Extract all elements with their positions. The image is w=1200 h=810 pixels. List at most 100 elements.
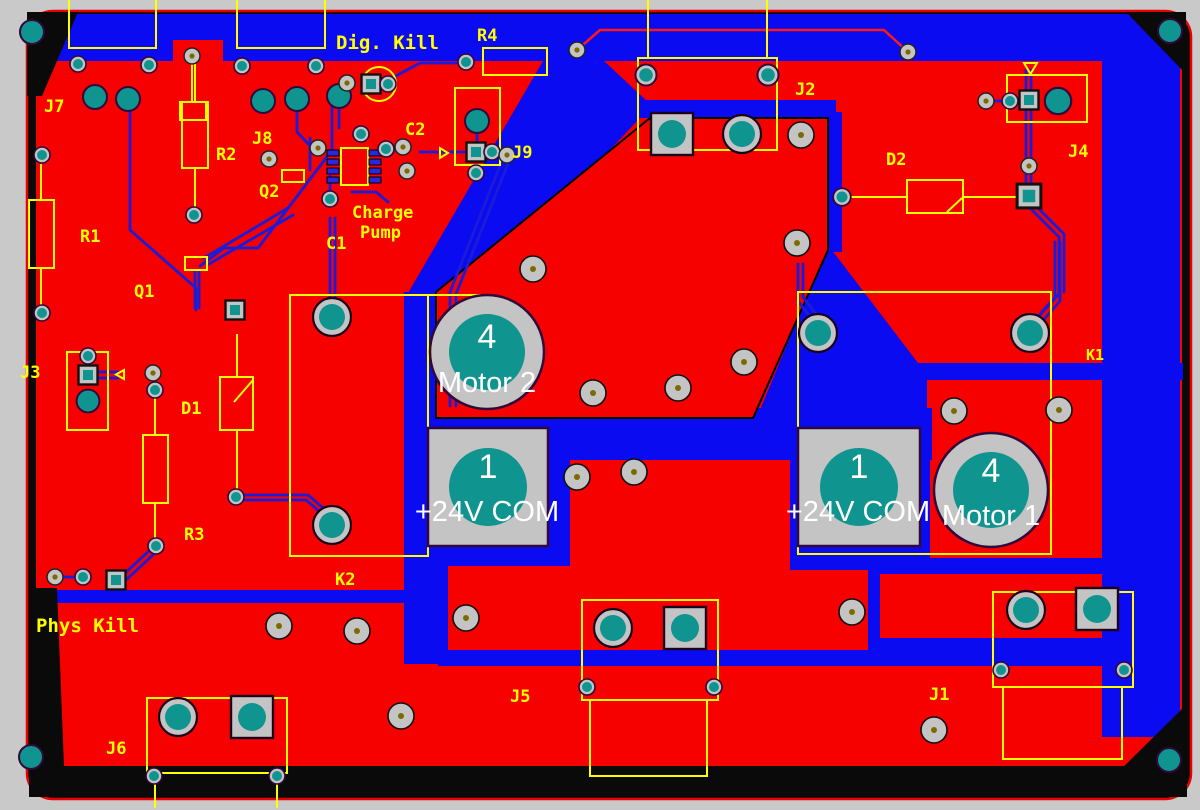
pad-relay-k1[interactable] [797,312,839,354]
pad-hole-teal[interactable] [1043,86,1073,116]
connector-j6[interactable] [146,697,288,774]
pad-round[interactable] [140,56,158,74]
pad-round[interactable] [457,53,475,71]
pad-square[interactable] [105,569,127,591]
drill-hole[interactable] [920,716,948,744]
drill-hole[interactable] [452,604,480,632]
pad-round[interactable] [145,767,163,785]
pad-round[interactable] [467,164,485,182]
drill-hole[interactable] [563,463,591,491]
pad-hole-teal[interactable] [82,84,108,110]
pad-round-large[interactable] [592,607,634,649]
via[interactable] [398,162,416,180]
drill-hole[interactable] [519,255,547,283]
mount-hole[interactable] [1157,18,1183,44]
pad-round[interactable] [756,63,780,87]
pad-relay-k2[interactable] [311,296,353,338]
pad-round[interactable] [377,140,395,158]
pad-hole-teal[interactable] [464,108,490,134]
pad-round[interactable] [69,55,87,73]
pad-24v-com-right-hole[interactable] [820,448,898,526]
drill-hole[interactable] [1045,396,1073,424]
pad-round[interactable] [483,143,501,161]
via[interactable] [977,92,995,110]
pad-round[interactable] [74,568,92,586]
pad-round[interactable] [1115,661,1133,679]
via[interactable] [183,47,201,65]
pad-hole-teal[interactable] [75,388,101,414]
via[interactable] [899,43,917,61]
pad-round-large[interactable] [1005,589,1047,631]
pad-motor1-hole[interactable] [953,452,1029,528]
pad-round[interactable] [33,304,51,322]
drill-hole[interactable] [620,458,648,486]
pad-round[interactable] [33,146,51,164]
connector-j7-left[interactable] [68,0,157,49]
pad-24v-com-left-hole[interactable] [449,448,527,526]
connector-j5-body[interactable] [589,699,708,777]
pad-round[interactable] [146,381,164,399]
pad-round[interactable] [227,488,245,506]
pad-square-large[interactable] [662,605,708,651]
component-k1[interactable] [797,291,1052,555]
via[interactable] [260,150,278,168]
drill-hole[interactable] [783,229,811,257]
connector-j1-body[interactable] [1002,686,1123,760]
component-q2[interactable] [281,169,305,183]
via[interactable] [309,139,327,157]
pad-square[interactable] [77,364,99,386]
via[interactable] [338,74,356,92]
drill-hole[interactable] [387,702,415,730]
mount-hole[interactable] [1156,747,1182,773]
pad-hole-teal[interactable] [115,86,141,112]
drill-hole[interactable] [265,612,293,640]
pad-round[interactable] [1001,92,1019,110]
drill-hole[interactable] [664,374,692,402]
mount-hole[interactable] [18,744,44,770]
pad-square[interactable] [1018,89,1040,111]
connector-j2[interactable] [637,57,778,151]
connector-j7-right[interactable] [236,0,326,49]
pad-round[interactable] [379,75,397,93]
pad-square-large[interactable] [229,694,275,740]
pad-round[interactable] [705,678,723,696]
drill-hole[interactable] [787,121,815,149]
pad-round[interactable] [268,767,286,785]
pad-hole-teal[interactable] [284,86,310,112]
pad-round[interactable] [578,678,596,696]
pad-round[interactable] [185,206,203,224]
pad-round[interactable] [992,661,1010,679]
component-k2[interactable] [289,294,429,557]
copper-trace-top[interactable] [576,28,909,53]
pad-square[interactable] [224,299,246,321]
pad-motor2-hole[interactable] [449,314,525,390]
component-q1[interactable] [184,256,208,271]
pad-round-large[interactable] [157,696,199,738]
via[interactable] [144,364,162,382]
pad-round[interactable] [352,125,370,143]
pad-square-large[interactable] [1074,586,1120,632]
pad-round[interactable] [307,57,325,75]
via[interactable] [394,138,412,156]
pad-round[interactable] [79,347,97,365]
pad-relay-k2[interactable] [311,504,353,546]
component-r4[interactable] [482,47,548,76]
pad-square[interactable] [1015,182,1043,210]
component-charge-pump-ic[interactable] [340,147,369,186]
drill-hole[interactable] [343,617,371,645]
pad-round[interactable] [147,537,165,555]
pad-round[interactable] [832,187,852,207]
pad-square[interactable] [360,73,382,95]
via[interactable] [1020,157,1038,175]
pad-round[interactable] [233,57,251,75]
pad-round[interactable] [634,63,658,87]
pad-round[interactable] [321,190,339,208]
via[interactable] [46,568,64,586]
via[interactable] [568,41,586,59]
pad-hole-teal[interactable] [250,88,276,114]
drill-hole[interactable] [940,397,968,425]
drill-hole[interactable] [579,379,607,407]
pad-square[interactable] [465,141,487,163]
drill-hole[interactable] [730,348,758,376]
pad-relay-k1[interactable] [1009,312,1051,354]
